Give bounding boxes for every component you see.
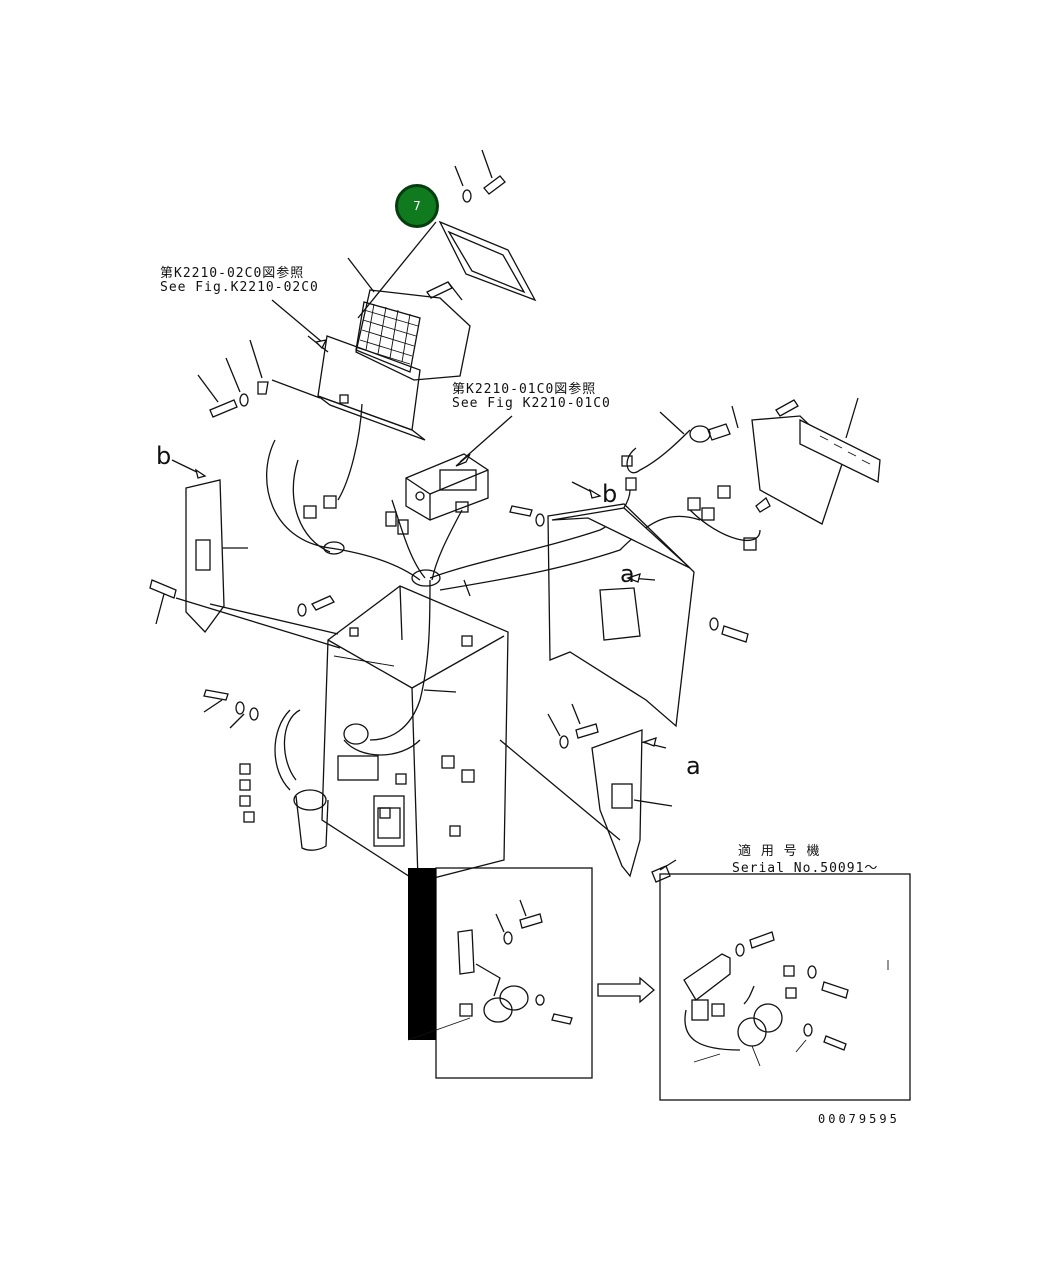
filter-frame [357, 220, 537, 319]
left-bracket [171, 459, 248, 634]
connector-icon [659, 397, 881, 551]
connector-icon [203, 689, 329, 851]
duct-housing [271, 299, 426, 441]
relay-icon [405, 453, 489, 521]
detail-box-serial [659, 873, 911, 1101]
reference-2-en: See Fig K2210-01C0 [452, 396, 611, 411]
grille-icon [347, 257, 471, 381]
view-letter-a-right: a [686, 752, 701, 780]
view-letter-a-center: a [620, 560, 635, 588]
wire-harness [266, 403, 701, 741]
arrow-icon [597, 976, 655, 1004]
serial-number-label: Serial No.50091～ [732, 861, 879, 876]
screw-icon [426, 281, 463, 301]
view-letter-b-center: b [602, 480, 618, 508]
reference-2-jp: 第K2210-01C0図参照 [452, 382, 597, 397]
reference-1-jp: 第K2210-02C0図参照 [160, 266, 305, 281]
serial-applicability-jp: 適 用 号 機 [738, 844, 821, 859]
arrow-icon [455, 415, 513, 467]
lower-bracket [499, 729, 677, 883]
side-panel [547, 481, 695, 728]
detail-box-current [407, 867, 593, 1079]
view-letter-b-left: b [156, 442, 172, 470]
reference-1-en: See Fig.K2210-02C0 [160, 280, 319, 295]
screw-icon [509, 505, 749, 643]
screw-icon [197, 339, 321, 418]
callout-7-badge[interactable]: 7 [395, 184, 439, 228]
drawing-number: 00079595 [818, 1112, 900, 1126]
screw-icon [149, 579, 341, 649]
screw-icon [454, 149, 506, 203]
screw-icon [297, 595, 599, 749]
controller-box [321, 579, 509, 883]
